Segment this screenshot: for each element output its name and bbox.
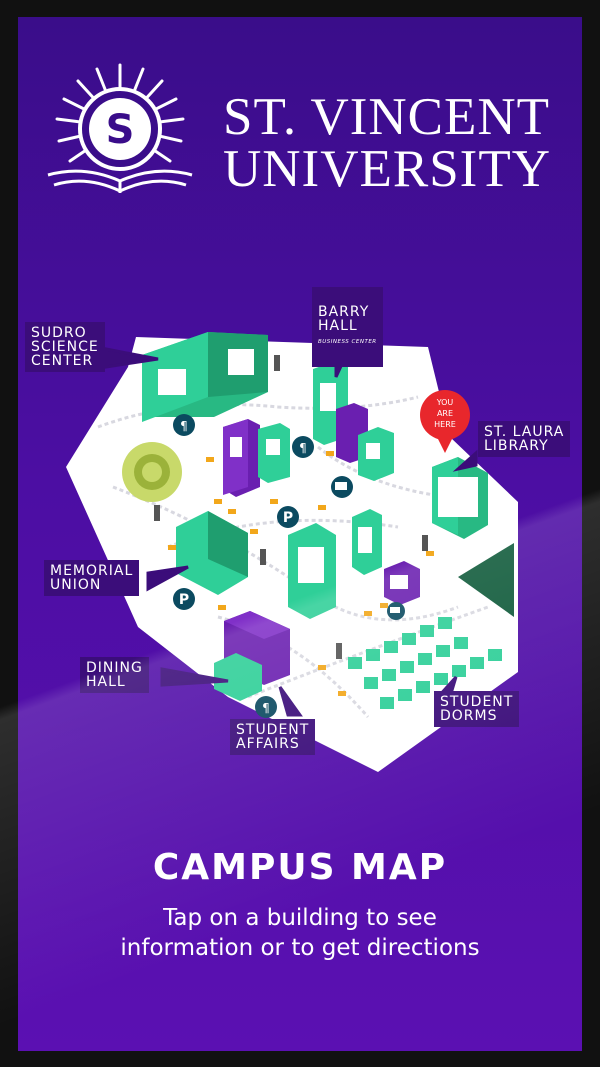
parking-icon: P [173,588,195,610]
kiosk-screen: S ST. VINCENT UNIVERSITY [18,17,582,1051]
building-small-green[interactable] [258,423,290,483]
svg-text:HERE: HERE [434,420,456,429]
svg-text:¶: ¶ [180,419,188,433]
building-memorial-union[interactable] [176,511,248,595]
university-title: ST. VINCENT UNIVERSITY [223,88,551,198]
svg-text:P: P [179,592,189,608]
building-sudro-science[interactable] [142,332,268,422]
label-student-affairs[interactable]: STUDENT AFFAIRS [230,719,316,755]
fork-knife-icon: ¶ [292,436,314,458]
coffee-icon [387,602,405,620]
label-barry-hall-title: BARRY HALL [318,304,370,334]
label-memorial-union[interactable]: MEMORIAL UNION [44,560,140,596]
svg-text:¶: ¶ [299,441,307,455]
svg-text:P: P [283,510,293,526]
svg-text:YOU: YOU [436,398,454,407]
parking-icon: P [277,506,299,528]
building-st-laura-library[interactable] [432,457,488,539]
building-purple-tower[interactable] [223,419,260,497]
building-dining-hall[interactable] [214,653,262,701]
campus-map-instruction: Tap on a building to see information or … [120,905,480,961]
you-are-here-pin: YOU ARE HERE [420,390,470,453]
logo-letter: S [106,107,135,153]
coffee-icon [331,476,353,498]
label-st-laura-library[interactable]: ST. LAURA LIBRARY [478,421,571,457]
forest-area [458,543,514,617]
label-barry-hall[interactable]: BARRY HALL BUSINESS CENTER [312,287,383,367]
building-center-halls[interactable] [288,509,420,619]
cars [168,451,434,696]
campus-map[interactable]: ¶ ¶ ¶ P P [18,277,582,797]
fork-knife-icon: ¶ [255,696,277,718]
svg-text:¶: ¶ [262,701,270,715]
label-sudro-science-center[interactable]: SUDRO SCIENCE CENTER [25,322,105,372]
building-student-dorms[interactable] [348,617,502,709]
fork-knife-icon: ¶ [173,414,195,436]
building-barry-hall[interactable] [313,361,394,481]
label-barry-hall-subtitle: BUSINESS CENTER [318,339,377,345]
label-dining-hall[interactable]: DINING HALL [80,657,149,693]
traffic-light-icon [154,355,428,659]
label-student-dorms[interactable]: STUDENT DORMS [434,691,520,727]
svg-text:ARE: ARE [437,409,453,418]
university-logo: S [47,63,193,193]
campus-map-heading: CAMPUS MAP [152,847,448,888]
